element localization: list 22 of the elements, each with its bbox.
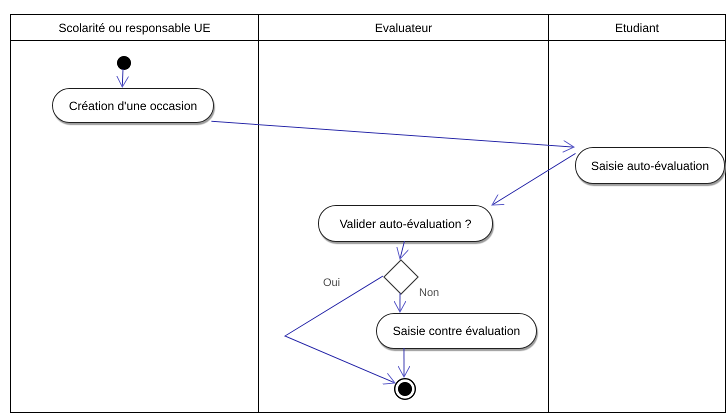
flow-arrow — [396, 240, 409, 260]
flow-arrow — [398, 348, 410, 378]
swimlane — [10, 14, 259, 413]
action-box: Valider auto-évaluation ? — [318, 205, 493, 242]
flow-arrow — [116, 68, 130, 88]
action-box: Saisie auto-évaluation — [575, 147, 725, 184]
flow-arrow — [492, 152, 576, 206]
action-box: Saisie contre évaluation — [376, 313, 537, 349]
lane-heading: Etudiant — [549, 15, 725, 41]
swimlane — [548, 14, 726, 413]
lane-heading: Scolarité ou responsable UE — [11, 15, 258, 41]
lane-heading: Evaluateur — [259, 15, 548, 41]
action-box: Création d'une occasion — [52, 88, 214, 123]
edge-label: Oui — [322, 278, 342, 289]
flow-arrow — [393, 292, 406, 312]
final-node — [394, 378, 416, 400]
swimlane — [258, 14, 549, 413]
initial-node — [117, 56, 131, 70]
decision-diamond — [384, 260, 418, 294]
flow-arrow — [284, 276, 396, 385]
edge-label: Non — [418, 288, 440, 299]
flow-arrow — [210, 120, 574, 153]
